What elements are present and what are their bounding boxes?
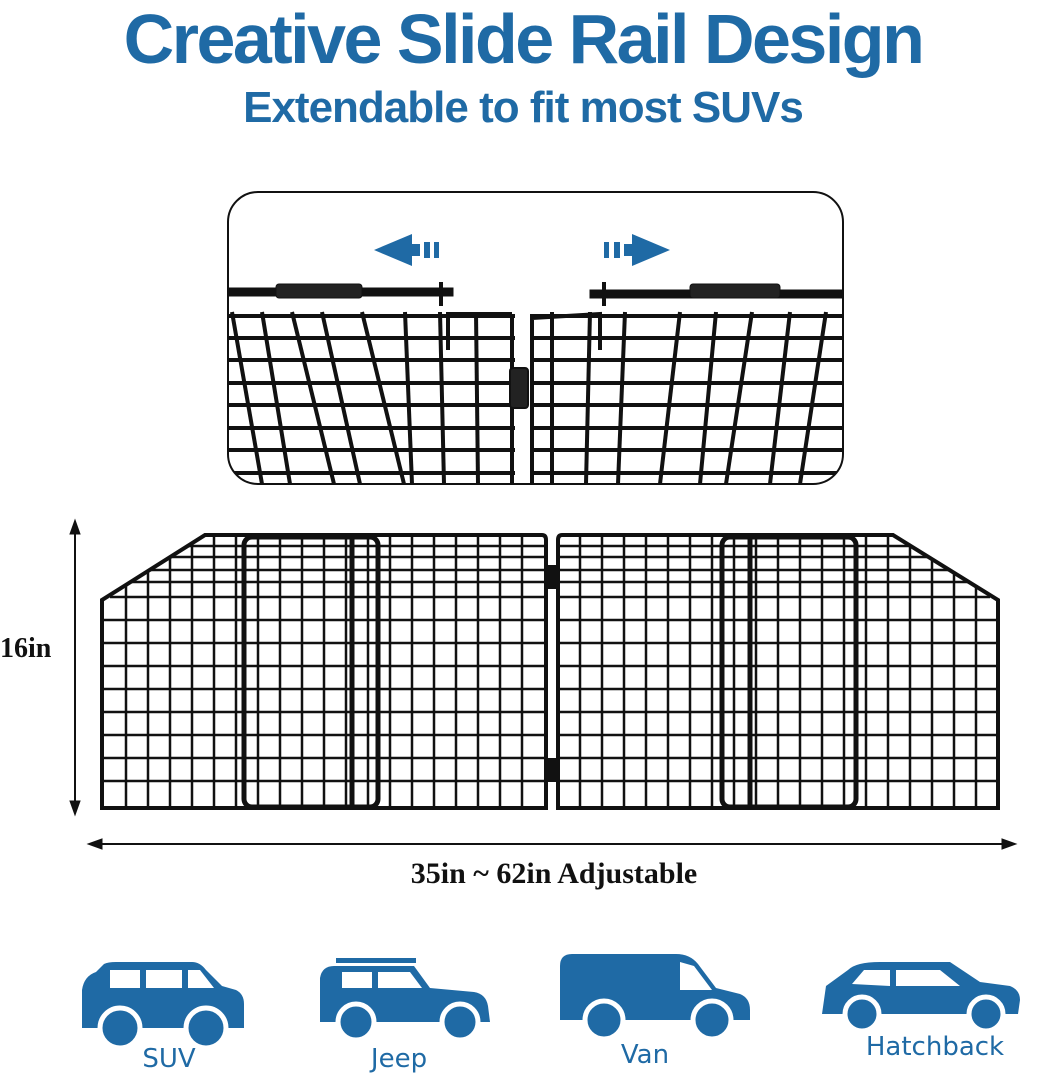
- page-subtitle: Extendable to fit most SUVs: [243, 83, 804, 132]
- width-dimension-arrow: [86, 838, 1018, 850]
- arrow-right-icon: [604, 234, 670, 266]
- vehicle-label-suv: SUV: [142, 1044, 196, 1074]
- height-label: 16in: [0, 633, 52, 664]
- width-label: 35in ~ 62in Adjustable: [410, 857, 698, 890]
- slide-rail-detail: [227, 191, 844, 485]
- vehicle-label-hatchback: Hatchback: [865, 1032, 1005, 1062]
- hatchback-icon: [822, 962, 1020, 1034]
- arrow-left-icon: [374, 234, 439, 266]
- van-icon: [560, 954, 750, 1042]
- jeep-icon: [320, 958, 490, 1043]
- vehicle-label-van: Van: [620, 1040, 670, 1070]
- suv-icon: [82, 962, 244, 1051]
- barrier-panels: [100, 533, 1000, 810]
- page-title: Creative Slide Rail Design: [123, 0, 925, 78]
- vehicle-label-jeep: Jeep: [370, 1044, 428, 1074]
- height-dimension-arrow: [69, 518, 81, 817]
